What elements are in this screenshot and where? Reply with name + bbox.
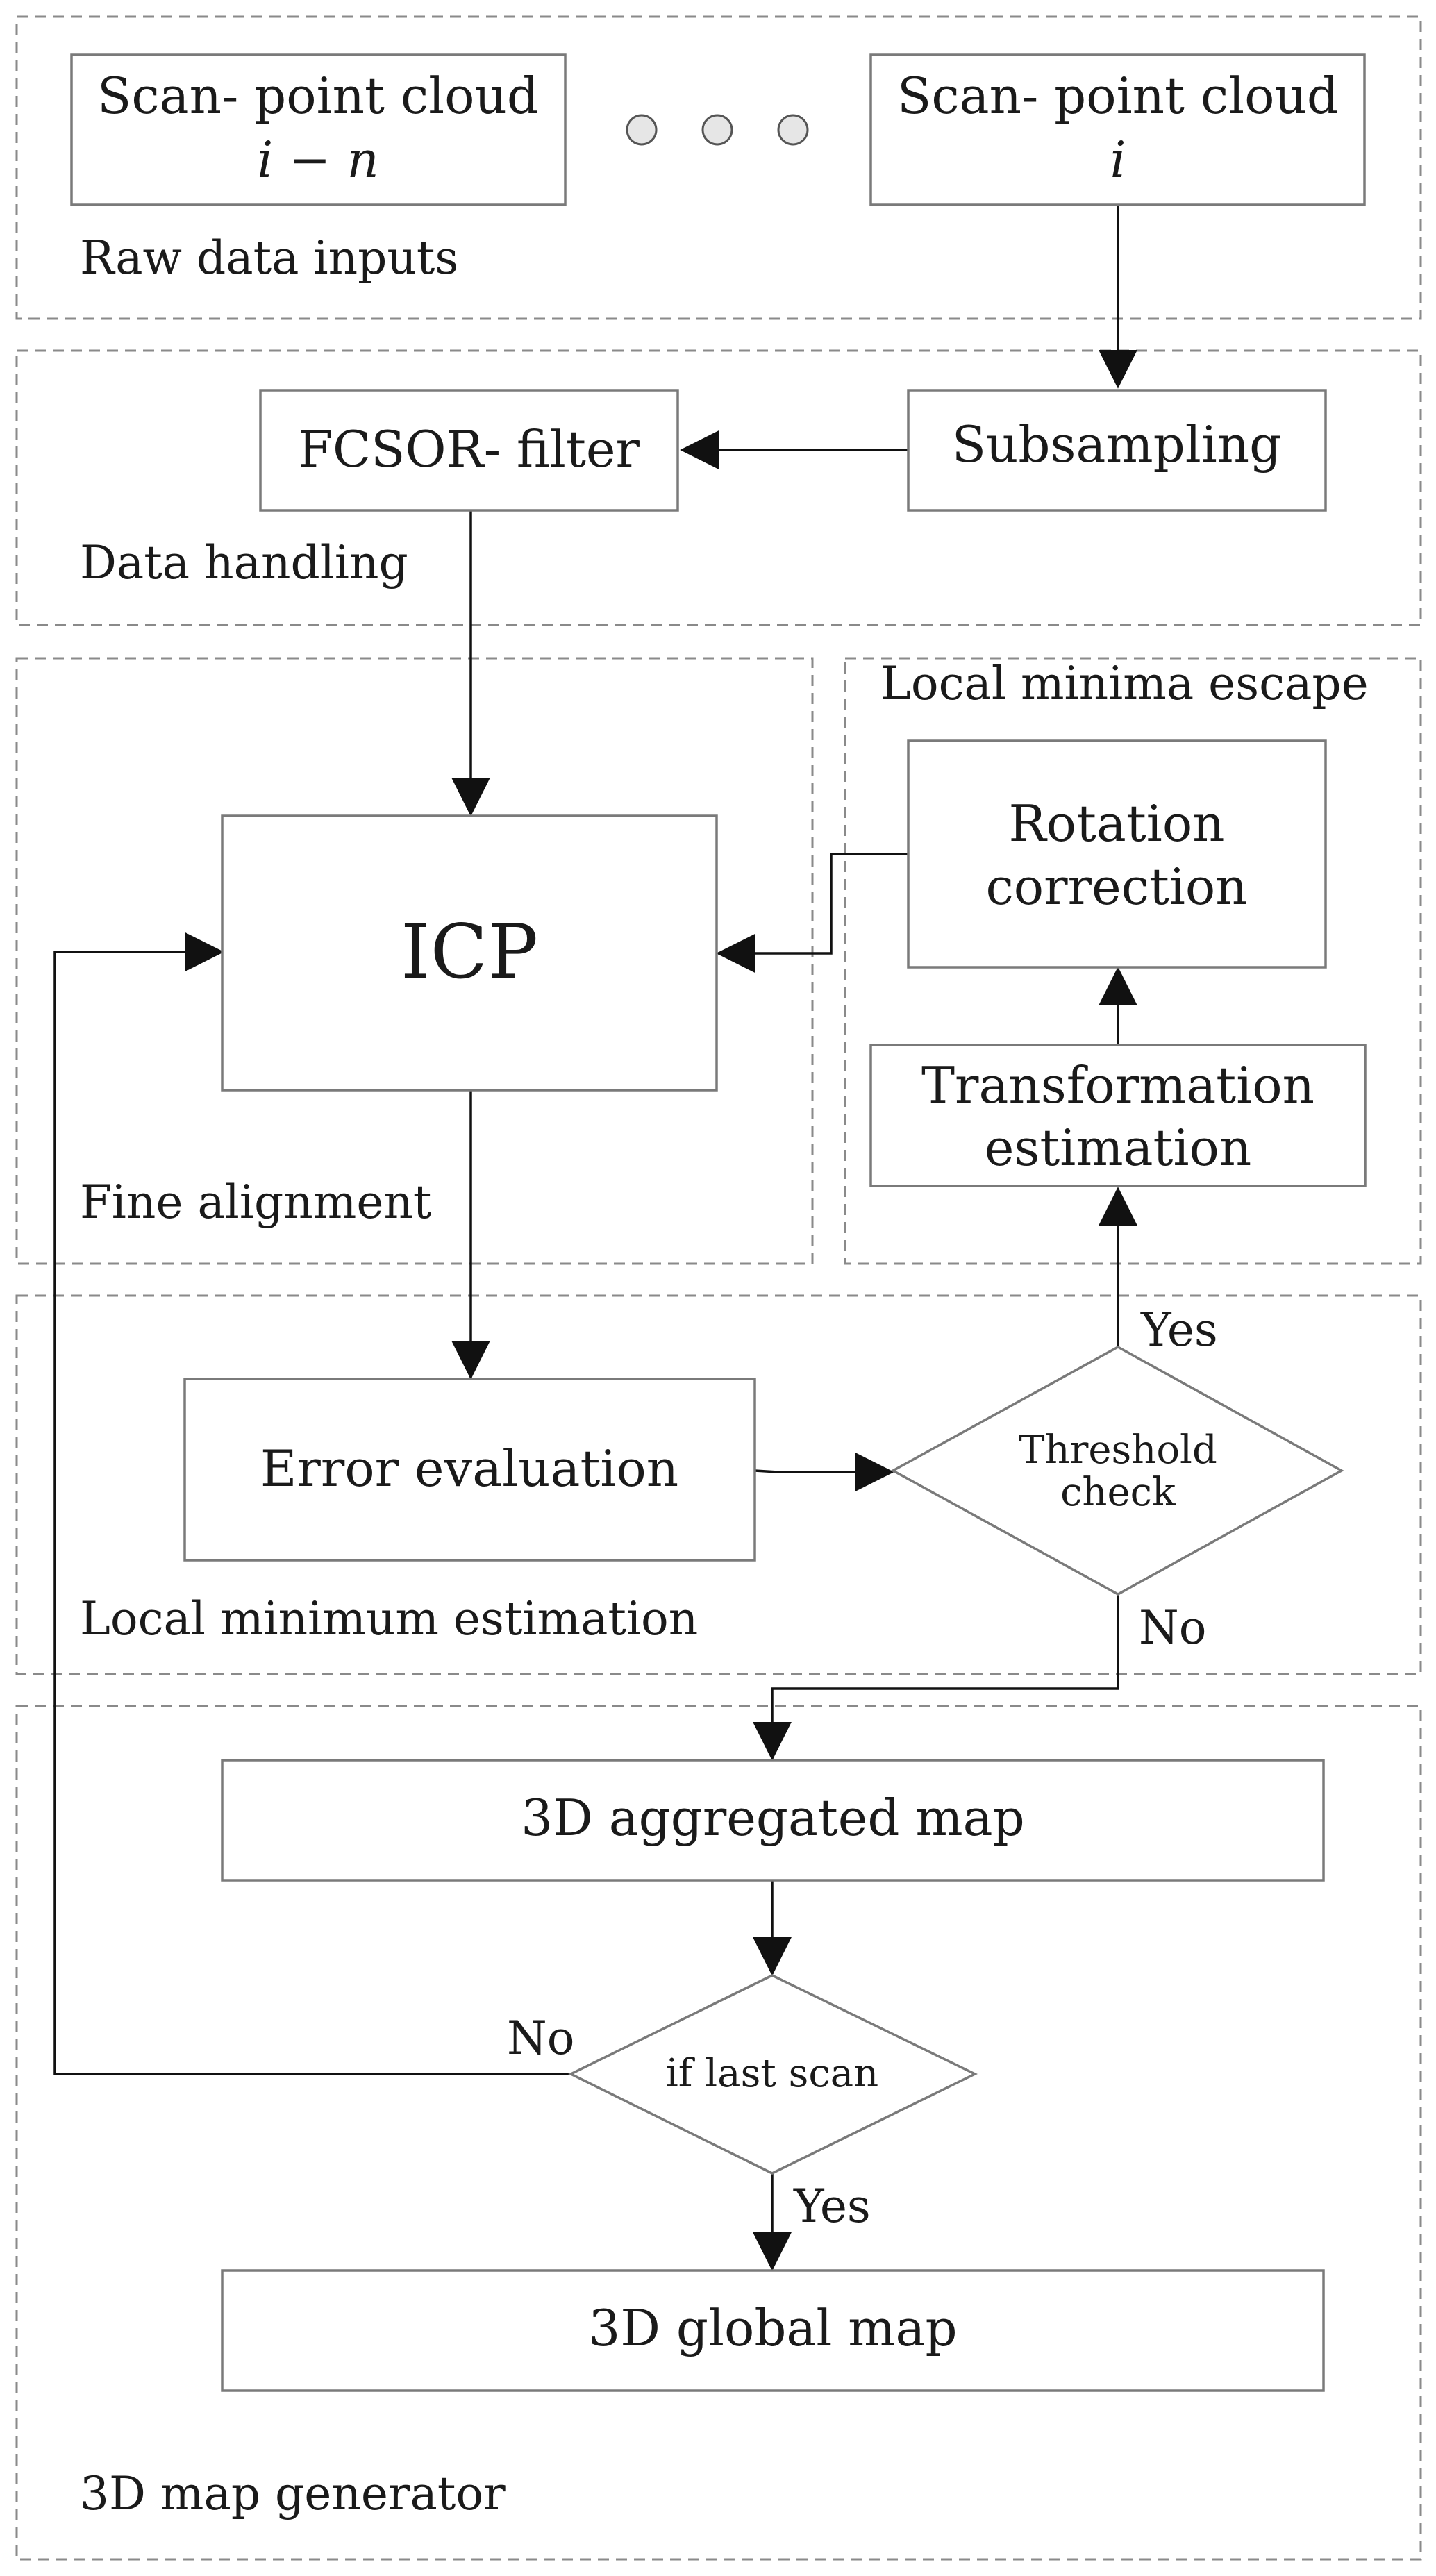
- ellipsis-dot: [701, 114, 733, 146]
- edge-label-lastscan-no: No: [507, 2012, 575, 2065]
- group-label-3d-map-generator: 3D map generator: [80, 2467, 506, 2520]
- node-threshold-check: Threshold check: [890, 1346, 1344, 1596]
- group-label-raw-data-inputs: Raw data inputs: [80, 231, 458, 285]
- node-scan-b-label-line1: Scan- point cloud: [897, 67, 1339, 125]
- edge-label-lastscan-yes: Yes: [793, 2180, 871, 2233]
- edge-label-threshold-yes: Yes: [1140, 1303, 1218, 1357]
- node-3d-aggregated-map: 3D aggregated map: [221, 1759, 1325, 1882]
- node-scan-a-label-line2: i − n: [257, 131, 379, 189]
- group-fine-alignment: [15, 657, 814, 1265]
- node-scan-a-label-line1: Scan- point cloud: [97, 67, 539, 125]
- node-threshold-label-line2: check: [1060, 1470, 1176, 1515]
- node-icp-label: ICP: [401, 909, 538, 996]
- group-label-local-minimum-estimation: Local minimum estimation: [80, 1592, 698, 1646]
- node-scan-b-label-line2: i: [1110, 131, 1126, 189]
- node-lastscan-label: if last scan: [666, 2051, 878, 2096]
- node-transformation-estimation: Transformation estimation: [869, 1044, 1367, 1187]
- node-threshold-label-line1: Threshold: [1019, 1428, 1217, 1473]
- node-subsampling: Subsampling: [907, 389, 1327, 512]
- group-3d-map-generator: [15, 1705, 1422, 2561]
- group-label-data-handling: Data handling: [80, 536, 408, 589]
- group-label-local-minima-escape: Local minima escape: [880, 657, 1369, 710]
- edge-label-threshold-no: No: [1139, 1601, 1207, 1655]
- edge-rotation-to-icp: [716, 853, 908, 973]
- group-data-handling: [15, 349, 1422, 626]
- node-error-evaluation: Error evaluation: [183, 1378, 756, 1562]
- group-label-fine-alignment: Fine alignment: [80, 1176, 431, 1229]
- ellipsis-dot: [626, 114, 658, 146]
- group-local-minima-escape: [844, 657, 1422, 1265]
- node-aggregated-label: 3D aggregated map: [521, 1789, 1024, 1847]
- group-local-minimum-estimation: [15, 1294, 1422, 1675]
- node-transformation-label-line2: estimation: [985, 1119, 1251, 1177]
- edge-threshold-no-to-aggregated: [753, 1594, 1119, 1761]
- node-rotation-label-line1: Rotation: [1008, 794, 1224, 853]
- ellipsis-dots: [626, 114, 809, 146]
- node-scan-point-cloud-i: Scan- point cloud i: [869, 53, 1366, 206]
- node-global-label: 3D global map: [588, 2299, 957, 2357]
- node-transformation-label-line1: Transformation: [921, 1056, 1314, 1114]
- node-if-last-scan: if last scan: [568, 1974, 978, 2175]
- node-fcsor-filter: FCSOR- filter: [259, 389, 679, 512]
- node-fcsor-label: FCSOR- filter: [298, 420, 640, 478]
- node-icp: ICP: [221, 814, 718, 1092]
- node-rotation-label-line2: correction: [985, 858, 1247, 916]
- node-subsampling-label: Subsampling: [952, 415, 1282, 474]
- node-3d-global-map: 3D global map: [221, 2269, 1325, 2392]
- edge-error-to-threshold: [754, 1453, 894, 1491]
- node-error-evaluation-label: Error evaluation: [260, 1439, 678, 1498]
- group-raw-data-inputs: [15, 15, 1422, 320]
- ellipsis-dot: [777, 114, 809, 146]
- edge-lastscan-no-to-icp: [53, 932, 571, 2075]
- node-rotation-correction: Rotation correction: [907, 739, 1327, 969]
- node-scan-point-cloud-i-minus-n: Scan- point cloud i − n: [70, 53, 567, 206]
